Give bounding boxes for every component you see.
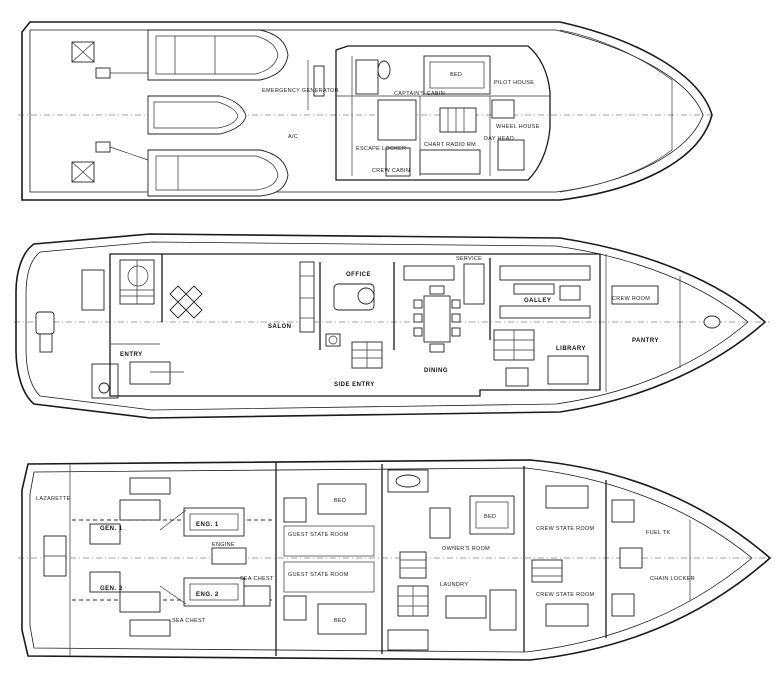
label-office: OFFICE [346, 272, 371, 278]
label-laundry: LAUNDRY [440, 582, 468, 588]
label-sea-chest-2: SEA CHEST [172, 618, 206, 624]
label-bed-1: BED [334, 498, 346, 504]
label-library: LIBRARY [556, 346, 586, 352]
label-fuel-tk: FUEL TK [646, 530, 670, 536]
label-captains-cabin: CAPTAIN'S CABIN [394, 91, 445, 97]
label-gen-1: GEN. 1 [100, 526, 123, 532]
main-deck-plan: SALON ENTRY OFFICE DINING GALLEY LIBRARY… [14, 233, 770, 419]
label-bed-3: BED [484, 514, 496, 520]
label-crew-stateroom-1: CREW STATE ROOM [536, 526, 594, 532]
label-pantry: PANTRY [632, 338, 659, 344]
label-chart-radio-room: CHART RADIO RM [424, 142, 476, 148]
label-wheel-house: WHEEL HOUSE [496, 124, 540, 130]
label-emergency-generator: EMERGENCY GENERATOR [262, 88, 339, 94]
label-chain-locker: CHAIN LOCKER [650, 576, 695, 582]
label-lazarette: LAZARETTE [36, 496, 71, 502]
label-side-entry: SIDE ENTRY [334, 382, 375, 388]
label-salon: SALON [268, 324, 292, 330]
label-gen-2: GEN. 2 [100, 586, 123, 592]
label-guest-stateroom-2: GUEST STATE ROOM [288, 572, 349, 578]
label-pilot-house: PILOT HOUSE [494, 80, 534, 86]
label-crew-stateroom-2: CREW STATE ROOM [536, 592, 594, 598]
label-galley: GALLEY [524, 298, 551, 304]
label-bed-2: BED [334, 618, 346, 624]
label-day-head: DAY HEAD [484, 136, 514, 142]
label-escape-locker: ESCAPE LOCKER [356, 146, 406, 152]
label-engine: ENGINE [212, 542, 235, 548]
label-entry: ENTRY [120, 352, 143, 358]
label-crew-cabin: CREW CABIN [372, 168, 410, 174]
label-bed-sun: BED [450, 72, 462, 78]
label-crew-room: CREW ROOM [612, 296, 650, 302]
label-eng-1: ENG. 1 [196, 522, 219, 528]
label-eng-2: ENG. 2 [196, 592, 219, 598]
sun-deck-plan: BED PILOT HOUSE CAPTAIN'S CABIN EMERGENC… [18, 21, 713, 201]
lower-deck-plan: GEN. 1 GEN. 2 ENG. 1 ENG. 2 ENGINE SEA C… [18, 459, 772, 661]
label-owners-room: OWNER'S ROOM [442, 546, 490, 552]
label-dining: DINING [424, 368, 448, 374]
label-a-c: A/C [288, 134, 298, 140]
label-service: SERVICE [456, 256, 482, 262]
label-guest-stateroom-1: GUEST STATE ROOM [288, 532, 349, 538]
label-sea-chest-1: SEA CHEST [240, 576, 274, 582]
